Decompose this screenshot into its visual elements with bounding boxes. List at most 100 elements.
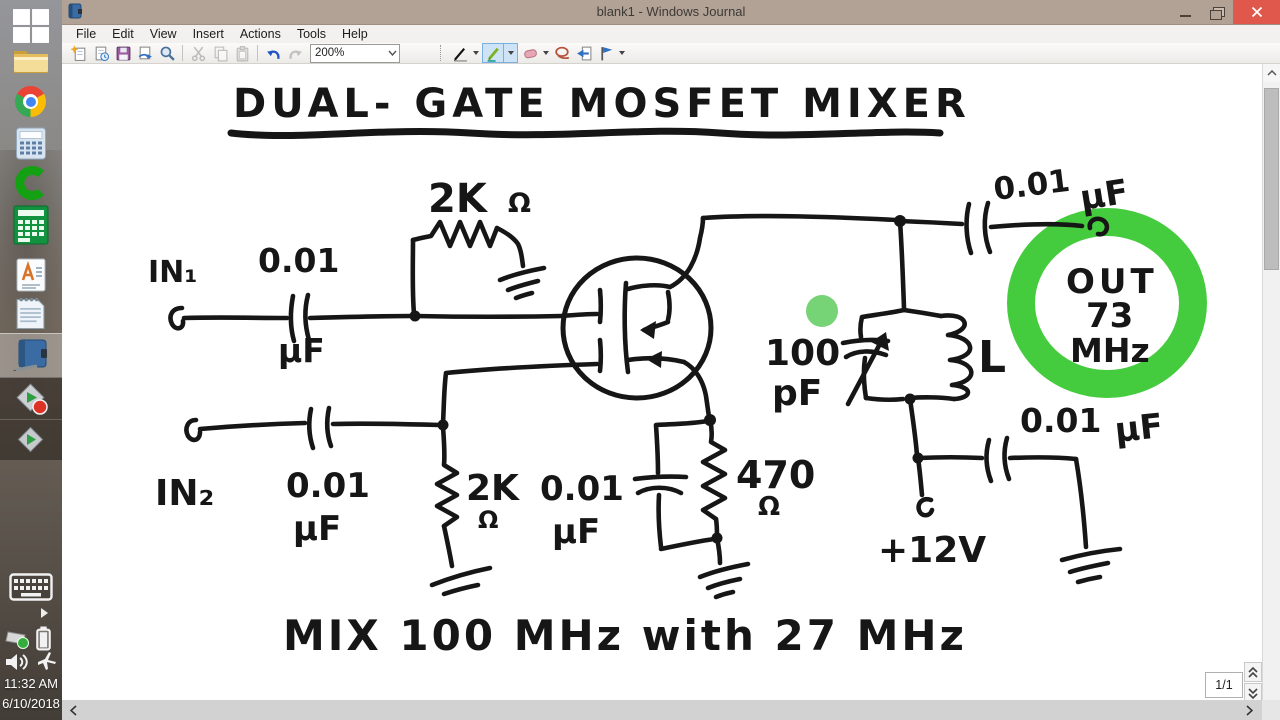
menu-insert[interactable]: Insert [192,27,224,41]
lasso-icon [554,46,569,59]
in1-branch [168,292,565,344]
previous-page-button[interactable] [1244,662,1262,682]
close-icon [1251,6,1262,18]
touch-keyboard-icon[interactable] [9,572,53,602]
toolbar-drag-handle[interactable] [440,45,444,61]
undo-button[interactable] [263,44,283,62]
highlighter-tool-button[interactable] [483,44,503,62]
close-button[interactable] [1233,0,1280,24]
menu-edit[interactable]: Edit [112,27,134,41]
label-r3-unit: Ω [758,492,780,522]
label-cap-right-unit: μF [1113,406,1165,451]
open-note-button[interactable] [91,44,111,62]
network-icon[interactable] [5,628,30,650]
menu-file[interactable]: File [76,27,97,41]
minimize-button[interactable] [1169,0,1201,24]
chrome-glyph [15,86,46,117]
battery-icon[interactable] [35,626,52,651]
zoom-level-value: 200% [315,47,345,59]
save-button[interactable] [113,44,133,62]
flag-icon [600,46,612,60]
highlighter-dropdown-arrow[interactable] [503,44,517,62]
green-calculator-icon[interactable] [13,204,49,246]
scroll-right-button[interactable] [1240,700,1258,720]
eraser-tool-button[interactable] [520,44,540,62]
label-in1-cap-unit: μF [278,331,325,370]
folder-glyph [14,51,48,73]
toolbar-separator [257,45,258,61]
paste-icon [236,45,248,61]
green-pointer-dot [806,295,838,327]
highlighter-icon [487,47,499,62]
vertical-scroll-thumb[interactable] [1264,88,1279,270]
label-cap-right-value: 0.01 [1020,401,1101,440]
chrome-icon[interactable] [15,86,46,117]
scrollbar-corner [1262,700,1280,720]
flag-dropdown-arrow[interactable] [619,51,625,55]
send-note-button[interactable] [135,44,155,62]
pen-tool-button[interactable] [450,44,470,62]
redo-button[interactable] [285,44,305,62]
insert-flip-button[interactable] [574,44,594,62]
green-c-app-icon[interactable] [13,164,49,202]
label-in2: IN₂ [155,473,214,514]
volume-icon[interactable] [5,652,31,672]
menu-view[interactable]: View [149,27,177,41]
journal-small-glyph [68,3,82,19]
drain-top-wire [700,200,1110,256]
label-r2-unit: Ω [478,506,498,534]
menu-tools[interactable]: Tools [296,27,327,41]
cut-button[interactable] [188,44,208,62]
horizontal-scrollbar[interactable] [62,700,1262,720]
new-note-button[interactable] [69,44,89,62]
paste-button[interactable] [232,44,252,62]
taskbar-windows-journal-active[interactable] [0,333,62,378]
taskbar: 11:32 AM 6/10/2018 [0,0,80,720]
notepad-icon[interactable] [14,295,47,331]
redo-icon [288,49,302,59]
zoom-tool-button[interactable] [157,44,177,62]
titlebar: blank1 - Windows Journal [62,0,1280,25]
taskbar-screen-capture[interactable] [0,420,62,460]
calculator-icon[interactable] [16,127,46,160]
label-inductor: L [978,332,1006,383]
notepad-glyph [16,297,45,329]
label-r1-value: 2K [428,176,489,222]
eraser-dropdown-arrow[interactable] [543,51,549,55]
scroll-up-button[interactable] [1263,64,1280,82]
chevron-left-icon [69,704,77,716]
flag-tool-button[interactable] [596,44,616,62]
hidden-icons-arrow[interactable] [40,607,49,619]
pen-dropdown-arrow[interactable] [473,51,479,55]
windows-logo-icon[interactable] [13,8,49,44]
taskbar-clock-time[interactable]: 11:32 AM [4,676,58,691]
chevron-down-icon [507,51,514,55]
circuit-drawing: DUAL- GATE MOSFET MIXER IN₁ 0.01 μF [148,81,1207,660]
menu-actions[interactable]: Actions [239,27,281,41]
taskbar-screen-recorder[interactable] [0,377,62,419]
highlighter-selected-box [482,43,518,63]
zoom-level-select[interactable]: 200% [310,43,400,63]
lasso-select-button[interactable] [552,44,572,62]
menu-help[interactable]: Help [342,27,368,41]
tank-circuit [840,218,974,464]
label-bypass-unit: μF [552,512,600,552]
maximize-button[interactable] [1201,0,1233,24]
restore-icon [1209,7,1225,20]
source-network [632,417,751,600]
scroll-left-button[interactable] [64,700,82,720]
copy-button[interactable] [210,44,230,62]
airplane-mode-icon[interactable] [35,650,57,672]
wordpad-icon[interactable] [16,258,46,292]
vertical-scrollbar[interactable] [1262,64,1280,700]
journal-page-canvas[interactable]: DUAL- GATE MOSFET MIXER IN₁ 0.01 μF [62,64,1262,700]
taskbar-clock-date[interactable]: 6/10/2018 [2,696,60,711]
title-underline [227,127,944,140]
circuit-caption: MIX 100 MHz with 27 MHz [283,611,967,660]
double-chevron-up-icon [1248,666,1258,678]
file-explorer-icon[interactable] [12,44,50,76]
journal-app-icon [67,3,83,25]
mosfet-symbol [440,215,716,426]
cut-icon [191,46,205,61]
